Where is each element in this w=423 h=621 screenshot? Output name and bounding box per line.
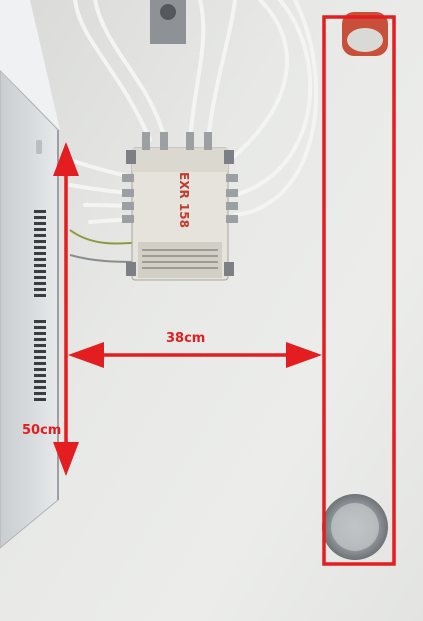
vertical-arrow-top bbox=[53, 142, 79, 176]
device-label: EXR 158 bbox=[177, 172, 191, 228]
pipe-highlight-rect bbox=[322, 15, 396, 566]
horizontal-measure-label: 38cm bbox=[166, 331, 206, 346]
vertical-measure-label: 50cm bbox=[22, 423, 62, 438]
vertical-arrow-bottom bbox=[53, 442, 79, 476]
horizontal-arrow-left bbox=[68, 342, 104, 368]
pipe-bottom-icon bbox=[322, 494, 388, 560]
multiswitch-device-icon bbox=[122, 132, 238, 281]
measurement-annotations bbox=[53, 15, 396, 566]
pipe-top-icon bbox=[342, 12, 388, 56]
wall-cabinet-icon bbox=[0, 0, 60, 549]
ground-wire-icon bbox=[69, 229, 141, 263]
horizontal-arrow-right bbox=[286, 342, 322, 368]
top-bracket-icon bbox=[150, 0, 186, 44]
